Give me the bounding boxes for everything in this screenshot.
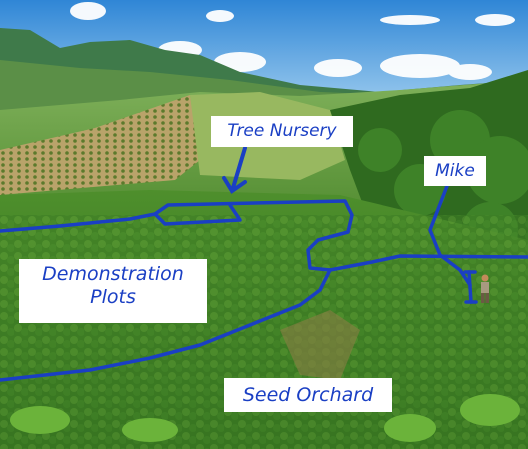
foreground-leaves (10, 394, 520, 442)
demonstration-label-line1: Demonstration (42, 263, 184, 285)
mike-pointer-line (428, 184, 472, 287)
clouds (70, 2, 515, 80)
nursery-outline (153, 203, 242, 226)
upper-boundary-line (0, 199, 528, 272)
boundary-lines (0, 184, 528, 382)
lower-boundary-line (0, 268, 332, 382)
mike-label: Mike (424, 156, 486, 186)
planted-slope (0, 95, 200, 195)
mike-height-marker (467, 270, 473, 304)
demonstration-label-line2: Plots (90, 285, 136, 308)
person-figure (481, 274, 489, 303)
demonstration-plots-label: Demonstration Plots (19, 259, 207, 323)
tree-nursery-label: Tree Nursery (211, 116, 353, 147)
seed-orchard-label: Seed Orchard (224, 378, 392, 412)
coffee-bushes (0, 215, 528, 449)
nursery-arrow (222, 146, 247, 194)
dirt-patch (280, 310, 360, 380)
